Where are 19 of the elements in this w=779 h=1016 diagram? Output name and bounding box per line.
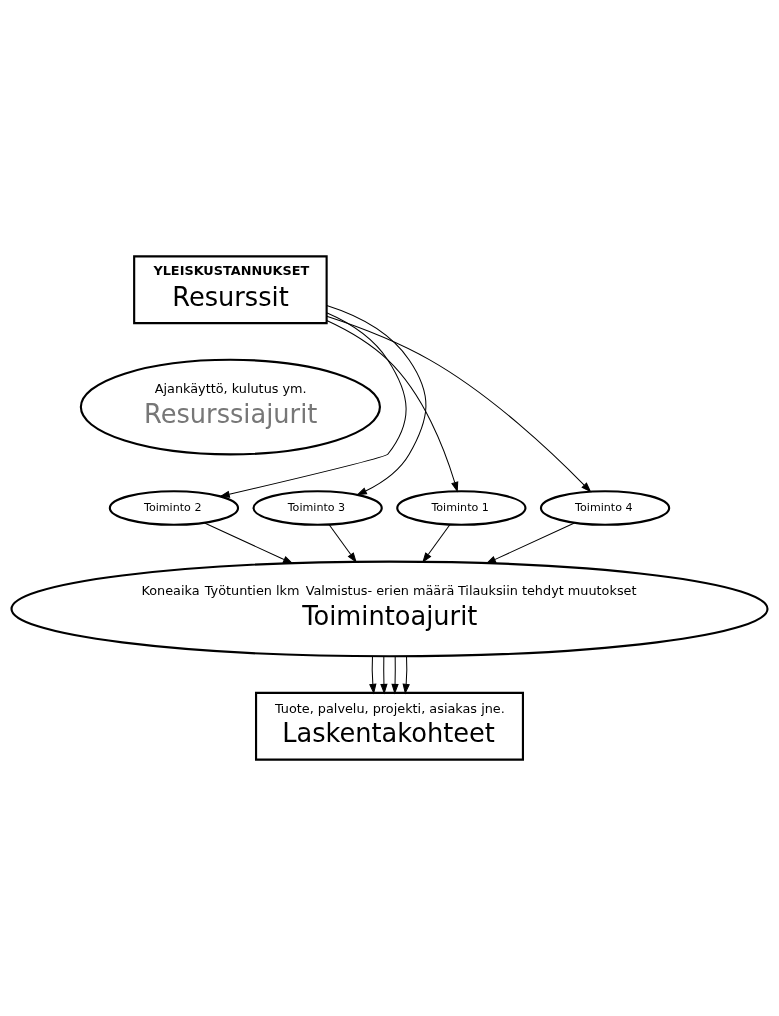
arrow [204, 522, 294, 564]
node-ellipse: Toiminto 1 [396, 490, 527, 526]
node-box: Tuote, palvelu, projekti, asiakas jne. Laskentakohteet [255, 691, 524, 761]
arrow [380, 655, 388, 695]
arrow [326, 305, 427, 496]
node-ellipse: Toiminto 3 [252, 490, 383, 526]
node-ellipse: Toiminto 4 [539, 490, 671, 526]
arrow [391, 655, 399, 695]
node-ellipse: Koneaika Työtuntien lkm Valmistus- erien määrä Tilauksiin tehdyt muutokset Toimintoajurit [10, 560, 769, 658]
arrow [326, 320, 459, 493]
arrow [422, 524, 451, 563]
node-ellipse: Ajankäyttö, kulutus ym. Resurssiajurit [79, 358, 381, 456]
arrow [328, 524, 357, 563]
arrow [369, 655, 377, 695]
arrow [219, 312, 407, 498]
arrow [485, 522, 575, 564]
arrow [326, 315, 592, 493]
arrow [402, 655, 410, 695]
node-box: YLEISKUSTANNUKSET Resurssit [133, 255, 328, 325]
